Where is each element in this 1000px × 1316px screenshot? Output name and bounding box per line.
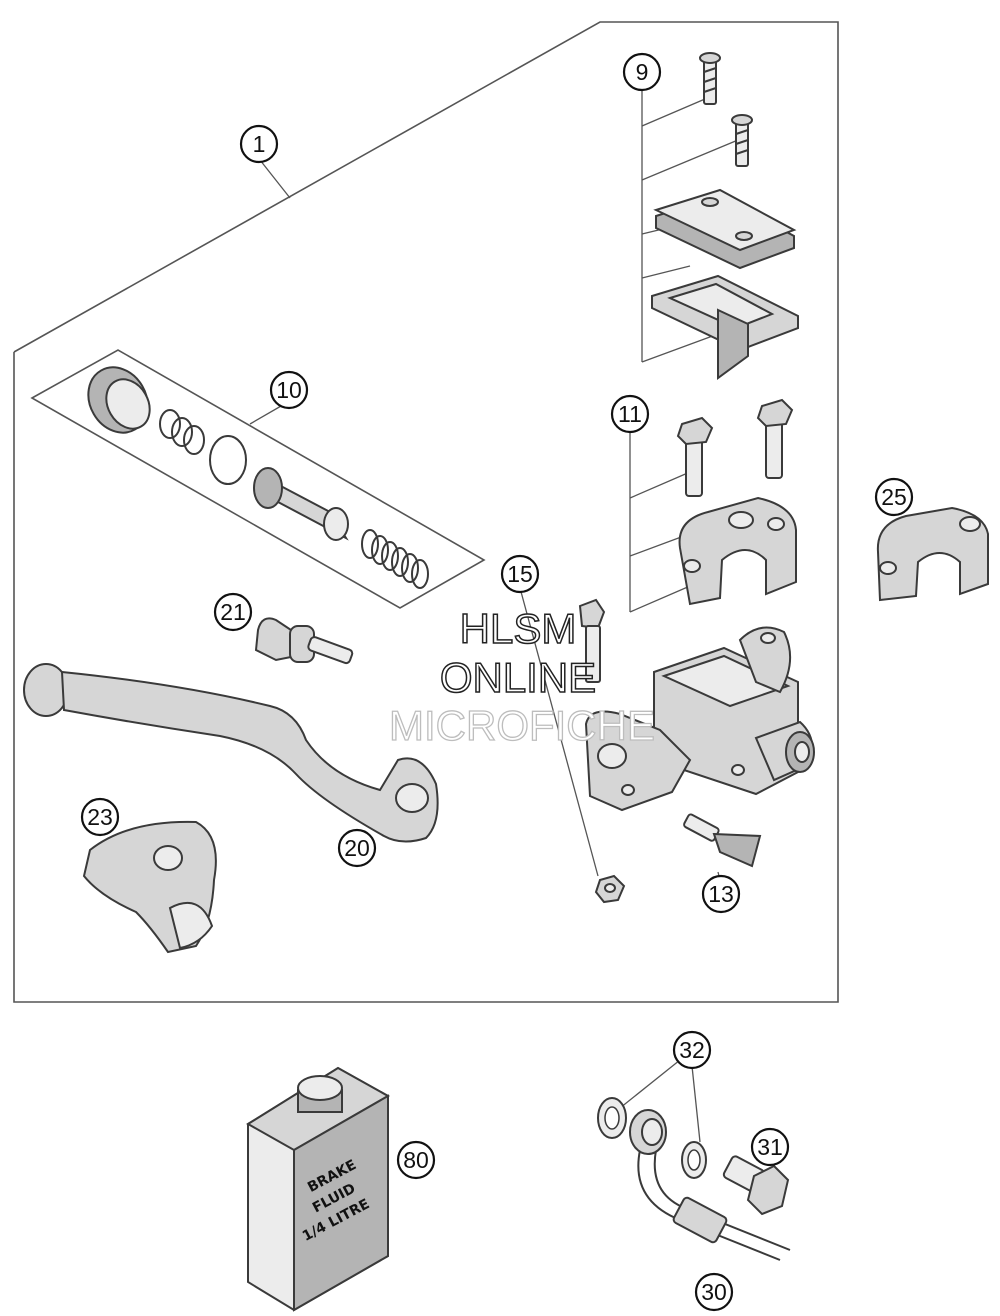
callout-20: 20 — [337, 828, 377, 868]
brake-hose — [629, 1109, 791, 1261]
svg-text:1: 1 — [253, 131, 266, 157]
circlip — [209, 435, 247, 485]
svg-text:9: 9 — [636, 59, 649, 85]
svg-text:10: 10 — [276, 377, 302, 403]
brake-lever — [23, 663, 439, 843]
piston-cup — [87, 366, 151, 434]
o-ring-spring-small — [159, 409, 205, 455]
callout-21: 21 — [213, 592, 253, 632]
svg-text:21: 21 — [220, 599, 246, 625]
brake-fluid-can — [246, 1066, 391, 1312]
svg-text:20: 20 — [344, 835, 370, 861]
clamp-screw-1 — [676, 416, 714, 497]
copper-washer-2 — [681, 1141, 707, 1179]
callout-30: 30 — [694, 1272, 734, 1312]
banjo-bolt — [722, 1155, 790, 1216]
clamp-screw-2 — [756, 398, 794, 479]
handlebar-clamp — [678, 496, 797, 606]
callout-9: 9 — [622, 52, 662, 92]
svg-text:80: 80 — [403, 1147, 429, 1173]
lever-adjuster — [254, 617, 354, 665]
svg-text:ONLINE: ONLINE — [440, 654, 596, 701]
svg-text:15: 15 — [507, 561, 533, 587]
callout-1: 1 — [239, 124, 279, 164]
cover-screw-1 — [699, 52, 721, 105]
piston-spring — [361, 529, 429, 589]
callout-25: 25 — [874, 477, 914, 517]
lever-boot — [82, 820, 217, 954]
piston-kit-frame — [30, 349, 486, 609]
callout-80: 80 — [396, 1140, 436, 1180]
callout-23: 23 — [80, 797, 120, 837]
assembly-outline — [13, 21, 839, 1003]
copper-washer-1 — [597, 1097, 627, 1139]
callout-32: 32 — [672, 1030, 712, 1070]
piston — [253, 467, 349, 541]
cover-screw-2 — [731, 114, 753, 167]
svg-text:31: 31 — [757, 1134, 783, 1160]
callout-10: 10 — [269, 370, 309, 410]
svg-text:23: 23 — [87, 804, 113, 830]
svg-text:32: 32 — [679, 1037, 705, 1063]
callout-13: 13 — [701, 874, 741, 914]
svg-text:30: 30 — [701, 1279, 727, 1305]
svg-text:HLSM: HLSM — [460, 605, 577, 652]
callout-15: 15 — [500, 554, 540, 594]
callout-11: 11 — [610, 394, 650, 434]
svg-text:13: 13 — [708, 881, 734, 907]
watermark: HLSM ONLINE MICROFICHE — [388, 604, 655, 749]
svg-text:11: 11 — [618, 401, 642, 427]
bleeder-valve — [683, 813, 762, 868]
svg-text:25: 25 — [881, 484, 907, 510]
pivot-nut — [594, 874, 626, 904]
reservoir-diaphragm — [651, 274, 799, 380]
handlebar-clamp-25 — [876, 506, 989, 602]
reservoir-cover — [653, 188, 797, 270]
svg-text:MICROFICHE: MICROFICHE — [389, 702, 655, 749]
pivot-bolt — [578, 598, 606, 683]
master-cylinder-body — [584, 626, 815, 812]
callout-31: 31 — [750, 1127, 790, 1167]
